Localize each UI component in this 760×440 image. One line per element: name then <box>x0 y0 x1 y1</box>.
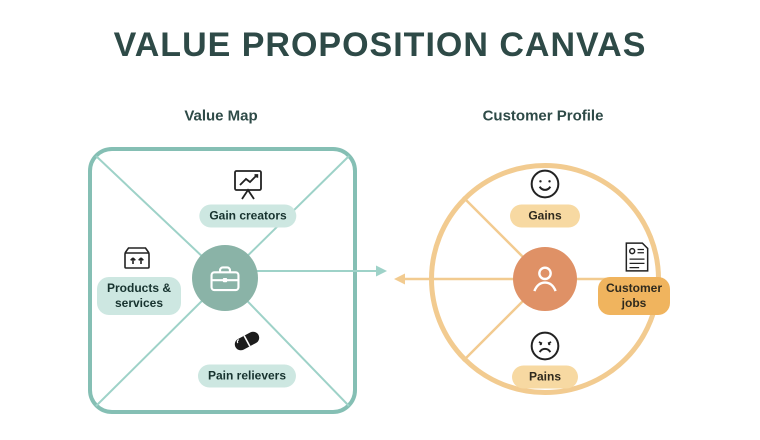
customer-jobs-pill: Customer jobs <box>598 277 670 315</box>
left-arrow-icon <box>394 273 405 285</box>
customer-profile-label: Customer Profile <box>482 107 604 125</box>
gains-pill: Gains <box>510 204 580 228</box>
customer-profile-center-circle <box>513 247 577 311</box>
resume-document-icon <box>623 241 651 273</box>
happy-face-icon <box>529 168 561 200</box>
sad-face-icon <box>529 330 561 362</box>
person-icon <box>533 266 557 292</box>
pains-pill: Pains <box>512 365 578 389</box>
pill-capsule-icon <box>230 328 264 354</box>
briefcase-icon <box>210 266 240 292</box>
page-title: VALUE PROPOSITION CANVAS <box>113 26 647 64</box>
product-box-icon <box>120 243 154 273</box>
right-arrow-icon <box>376 265 387 277</box>
value-map-label: Value Map <box>184 107 258 125</box>
products-services-pill: Products & services <box>97 277 181 315</box>
pain-relievers-pill: Pain relievers <box>197 364 297 388</box>
value-map-center-circle <box>192 245 258 311</box>
flip-chart-growth-icon <box>228 167 268 203</box>
gain-creators-pill: Gain creators <box>199 204 297 228</box>
value-map-box <box>88 147 357 414</box>
